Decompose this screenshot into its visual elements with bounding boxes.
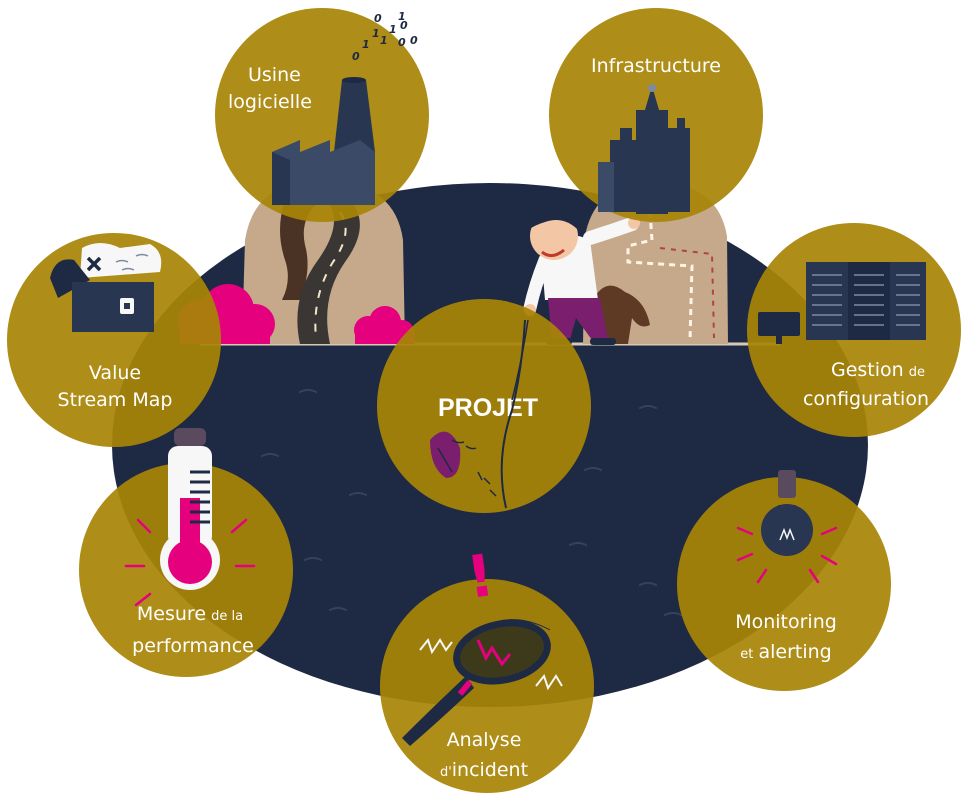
city-icon [598, 84, 690, 214]
binary-digit: 1 [372, 27, 380, 40]
projet-title: PROJET [438, 394, 538, 422]
magnifier-icon: ! [402, 541, 563, 746]
gestion-label-line2: configuration [803, 388, 929, 410]
analyse-label-line1: Analyse [447, 729, 522, 751]
seedling-icon [430, 319, 529, 509]
analyse-word2: d' [440, 765, 452, 780]
vsm-label-line2: Stream Map [58, 389, 173, 411]
thermometer-icon [124, 428, 256, 607]
binary-digit: 1 [380, 34, 388, 47]
analyse-word3: incident [452, 759, 528, 781]
gestion-word2: de [909, 365, 925, 380]
monitoring-label-line2: et alerting [740, 641, 831, 663]
binary-digit: 1 [362, 38, 370, 51]
mesure-word2: de la [211, 609, 243, 624]
mud-flow [280, 200, 315, 300]
factory-icon [272, 77, 375, 205]
treasure-chest-icon [50, 243, 162, 332]
vsm-label-line1: Value [89, 362, 141, 384]
character-illustration [523, 204, 650, 345]
monitoring-word3: alerting [758, 641, 831, 663]
mesure-label-line1: Mesure de la [137, 603, 243, 625]
monitoring-label-line1: Monitoring [735, 611, 837, 633]
gestion-word1: Gestion [831, 359, 904, 381]
gestion-label-line1: Gestion de [831, 359, 925, 381]
monitoring-word2: et [740, 647, 753, 662]
trail [626, 211, 694, 341]
binary-digit: 0 [398, 36, 406, 49]
lightbulb-icon [736, 470, 838, 584]
binary-stream: 0 1 1 1 0 1 1 0 0 0 [352, 10, 418, 63]
analyse-label-line2: d'incident [440, 759, 528, 781]
binary-digit: 0 [374, 12, 382, 25]
binary-digit: 0 [400, 19, 408, 32]
circle-usine[interactable] [215, 8, 429, 222]
mesure-label-line2: performance [132, 635, 254, 657]
road [297, 200, 360, 344]
usine-label-line2: logicielle [228, 91, 312, 113]
binary-digit: 0 [410, 34, 418, 47]
mesure-word1: Mesure [137, 603, 206, 625]
road-dashes [314, 211, 347, 339]
infrastructure-label: Infrastructure [591, 55, 721, 77]
circle-monitoring[interactable] [677, 477, 891, 691]
usine-label-line1: Usine [248, 64, 301, 86]
binary-digit: 1 [389, 23, 397, 36]
binary-digit: 1 [398, 10, 406, 23]
servers-icon [758, 262, 926, 344]
circle-projet[interactable] [377, 299, 591, 513]
binary-digit: 0 [352, 50, 360, 63]
